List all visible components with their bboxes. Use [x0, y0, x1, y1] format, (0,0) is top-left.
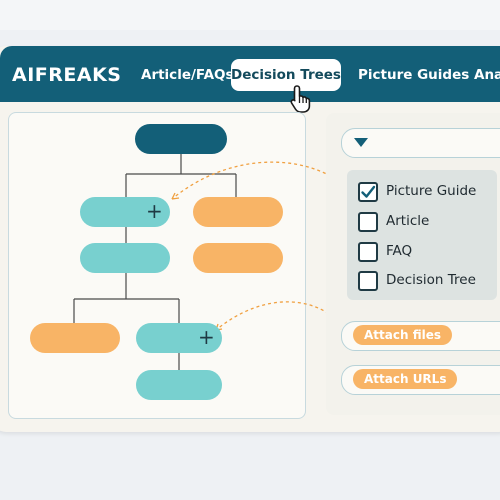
checkbox-label-article: Article: [386, 213, 430, 229]
brand-logo[interactable]: AIFREAKS: [12, 64, 122, 86]
checkbox-label-decision-tree: Decision Tree: [386, 272, 476, 288]
hand-pointer-icon: [290, 85, 311, 113]
tree-node-teal-bottom[interactable]: [136, 370, 222, 400]
checkbox-faq[interactable]: [358, 242, 378, 262]
checkbox-picture-guide[interactable]: [358, 182, 378, 202]
attach-urls-button[interactable]: Attach URLs: [353, 369, 458, 389]
checkbox-decision-tree[interactable]: [358, 271, 378, 291]
tree-node-orange-lower[interactable]: [30, 323, 120, 353]
nav-item-article-faqs[interactable]: Article/FAQs: [141, 67, 234, 83]
checkmark-icon: [361, 185, 376, 198]
add-node-plus-icon-lower[interactable]: +: [198, 325, 215, 349]
triangle-down-icon[interactable]: [353, 137, 369, 148]
checkbox-label-picture-guide: Picture Guide: [386, 183, 477, 199]
tree-node-orange-second[interactable]: [193, 243, 283, 273]
tree-node-orange-right[interactable]: [193, 197, 283, 227]
tree-root-node[interactable]: [135, 124, 227, 154]
nav-item-picture-guides[interactable]: Picture Guides: [358, 67, 470, 83]
checkbox-label-faq: FAQ: [386, 243, 413, 259]
background-strip: [0, 0, 500, 30]
add-node-plus-icon[interactable]: +: [146, 199, 163, 223]
nav-item-decision-trees[interactable]: Decision Trees: [231, 59, 341, 91]
tree-node-teal-lower[interactable]: [136, 323, 222, 353]
nav-item-analytics[interactable]: Ana: [474, 67, 500, 83]
checkbox-article[interactable]: [358, 212, 378, 232]
content-type-dropdown[interactable]: [341, 128, 500, 158]
attach-files-button[interactable]: Attach files: [353, 325, 452, 345]
tree-node-teal-left[interactable]: [80, 197, 170, 227]
tree-node-teal-second[interactable]: [80, 243, 170, 273]
